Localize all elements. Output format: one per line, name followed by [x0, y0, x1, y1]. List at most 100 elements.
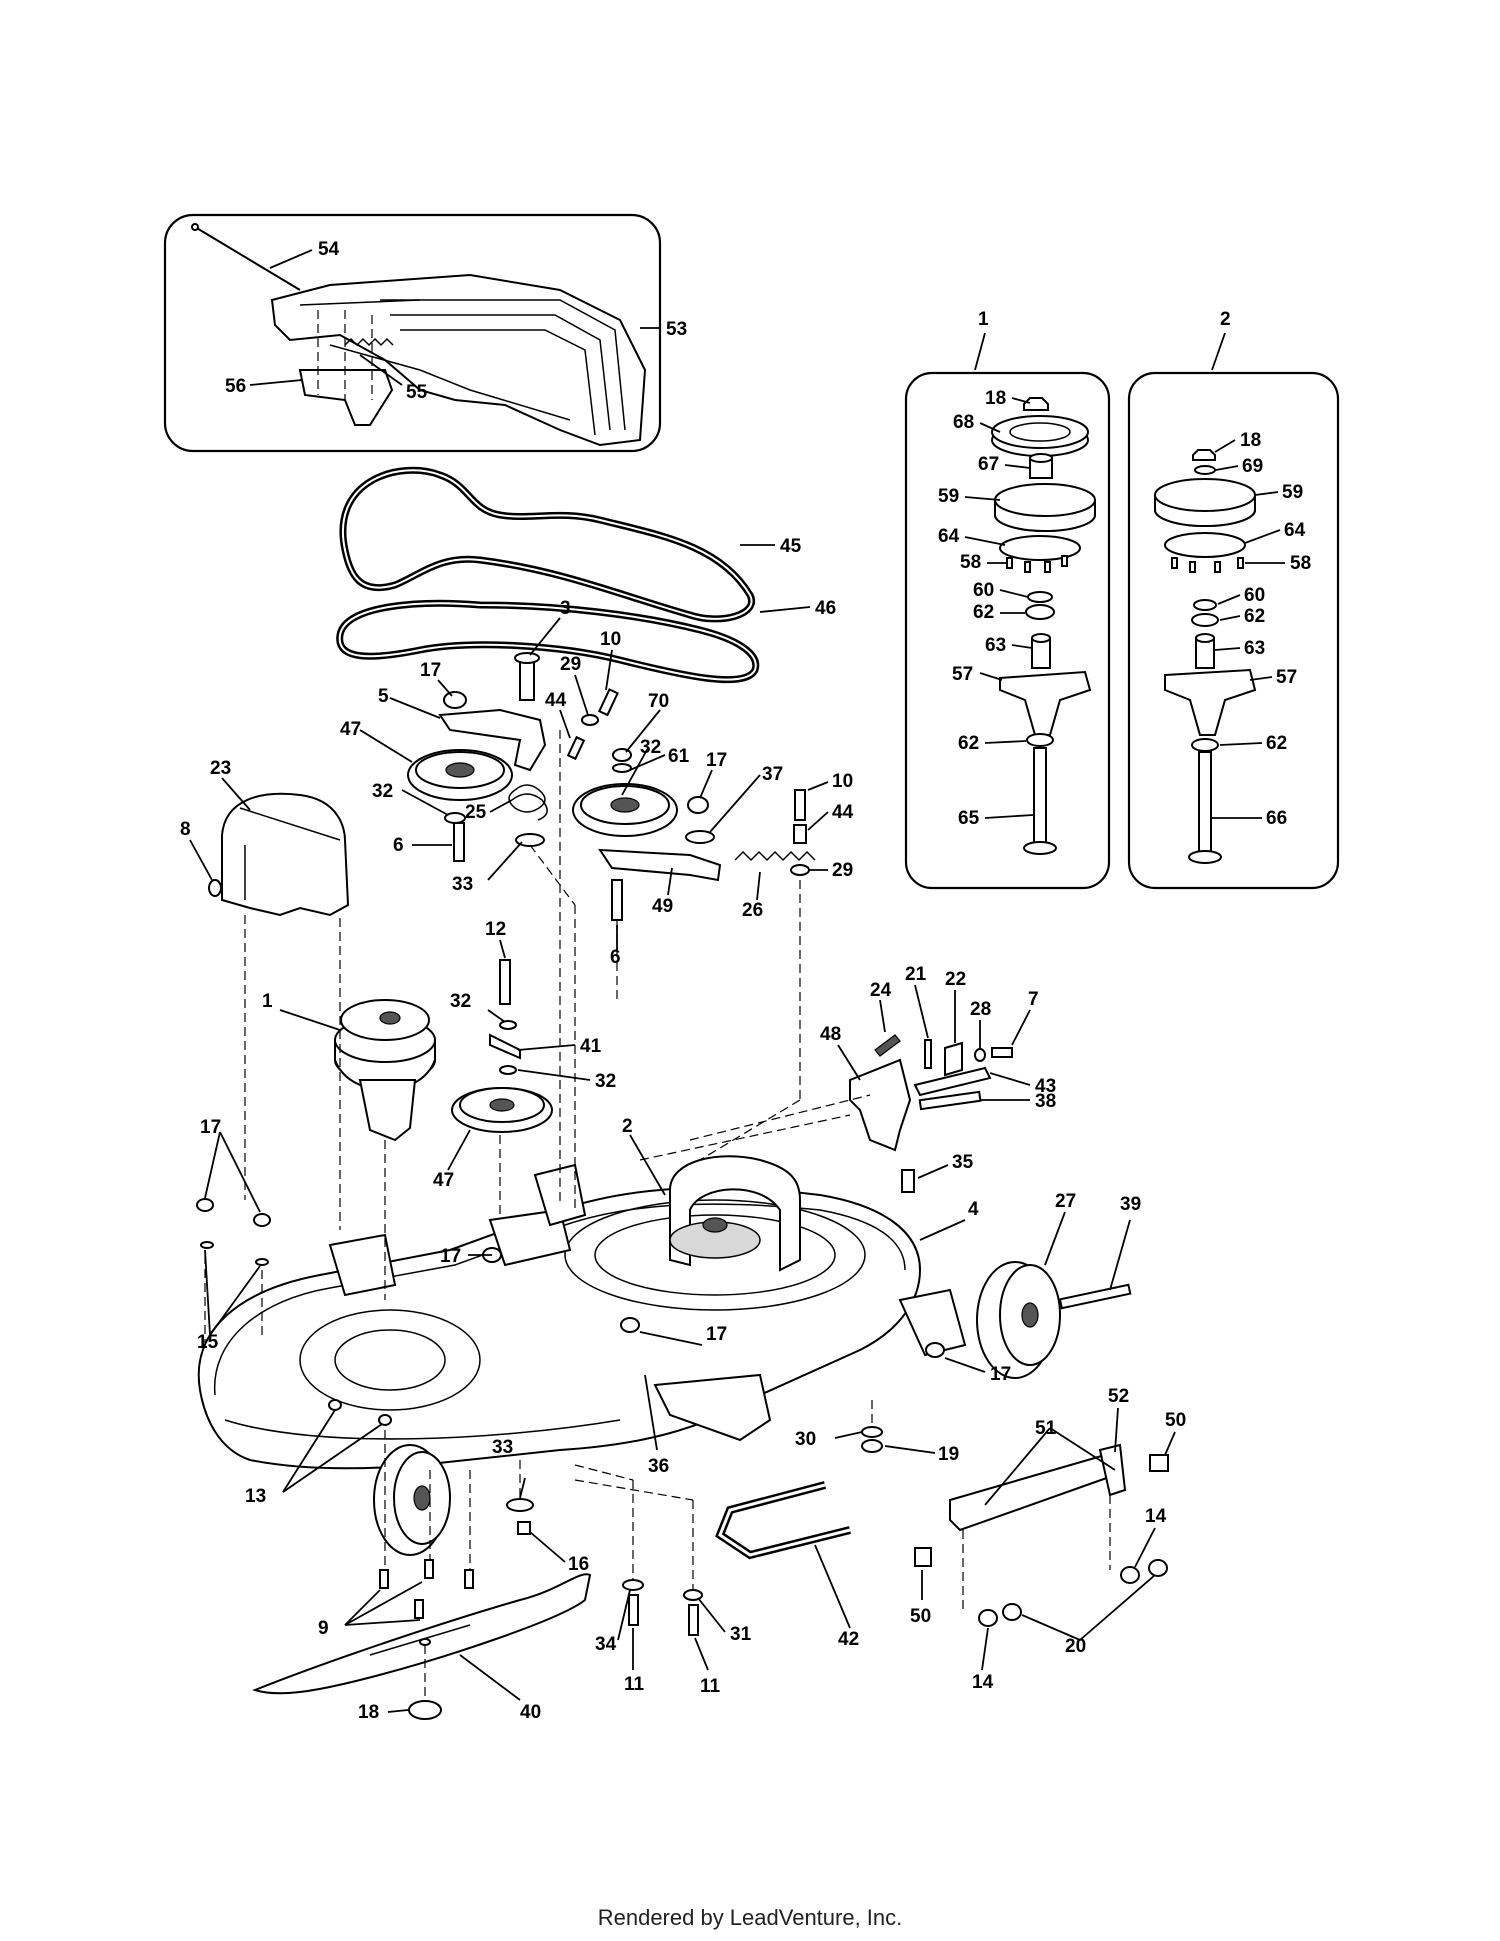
- callout-38: 38: [1035, 1091, 1056, 1112]
- inset2-callout-69: 69: [1242, 456, 1263, 477]
- callout-17f: 17: [990, 1364, 1011, 1385]
- i1-bearing-62a: [1025, 604, 1055, 620]
- bolt-38: [918, 1090, 982, 1111]
- callout-5: 5: [378, 686, 389, 707]
- callout-1-main: 1: [262, 991, 273, 1012]
- callout-49: 49: [652, 896, 673, 917]
- callout-21: 21: [905, 964, 927, 985]
- idler-pulley-47-upper: [407, 749, 513, 801]
- spring-25: [508, 784, 548, 821]
- i1-nut-18: [1023, 397, 1049, 411]
- callout-8: 8: [180, 819, 191, 840]
- spring-26: [734, 850, 816, 862]
- spring-24: [874, 1034, 901, 1057]
- callout-52: 52: [1108, 1386, 1129, 1407]
- callout-20: 20: [1065, 1636, 1086, 1657]
- washer-29b: [790, 864, 810, 876]
- callout-51: 51: [1035, 1418, 1057, 1439]
- washer-33a: [515, 833, 545, 847]
- belt-cover-inset: [163, 213, 662, 453]
- callout-37: 37: [762, 764, 783, 785]
- deck-bracket-left: [328, 1233, 397, 1297]
- callout-44a: 44: [545, 690, 567, 711]
- callout-17e: 17: [706, 1324, 727, 1345]
- deck-bracket-right: [898, 1288, 967, 1357]
- wheel-27: [976, 1261, 1061, 1379]
- callout-10a: 10: [600, 629, 621, 650]
- bolt-11b: [688, 1604, 699, 1636]
- callout-35: 35: [952, 1152, 974, 1173]
- i2-spacer-63: [1195, 633, 1215, 669]
- nut-14b: [978, 1609, 998, 1627]
- plate-22: [944, 1041, 963, 1077]
- pin-21: [924, 1039, 932, 1069]
- alignment-lines: [204, 730, 1111, 1700]
- idler-pulley-61: [572, 783, 678, 837]
- callout-4: 4: [968, 1199, 979, 1220]
- callout-48: 48: [820, 1024, 841, 1045]
- callout-70: 70: [648, 691, 669, 712]
- bracket-48: [849, 1058, 912, 1152]
- i1-housing-57: [999, 670, 1092, 736]
- nut-17a: [443, 691, 467, 709]
- callout-31: 31: [730, 1624, 752, 1645]
- callout-12: 12: [485, 919, 506, 940]
- callout-44b: 44: [832, 802, 854, 823]
- inset1-callout-68: 68: [953, 412, 974, 433]
- inset1-callout-62b: 62: [958, 733, 979, 754]
- spindle-1-inset: [904, 371, 1111, 890]
- callout-17a: 17: [420, 660, 441, 681]
- i2-washer-69: [1194, 465, 1216, 475]
- bolt-7: [991, 1047, 1013, 1058]
- inset2-title: 2: [1220, 309, 1231, 330]
- nut-14a: [1120, 1566, 1140, 1584]
- inset1-title: 1: [978, 309, 989, 330]
- inset2-callout-18: 18: [1240, 430, 1261, 451]
- bracket-56: [298, 369, 394, 426]
- callout-36: 36: [648, 1456, 669, 1477]
- inset1-callout-60: 60: [973, 580, 994, 601]
- spindle-2-inset: [1127, 371, 1340, 890]
- callout-32b: 32: [372, 781, 393, 802]
- nut-17-deck-c: [925, 1342, 945, 1358]
- inset2-callout-60: 60: [1244, 585, 1265, 606]
- callout-24: 24: [870, 980, 892, 1001]
- callout-47b: 47: [433, 1170, 454, 1191]
- washer-34: [622, 1579, 644, 1591]
- washer-32c: [499, 1020, 517, 1030]
- washer-28: [974, 1048, 986, 1062]
- callout-3: 3: [560, 598, 571, 619]
- idler-bracket-5: [438, 708, 547, 772]
- i2-plate-64: [1164, 532, 1246, 558]
- i1-plate-64: [999, 535, 1081, 561]
- callout-27: 27: [1055, 1191, 1076, 1212]
- inset1-callout-65: 65: [958, 808, 980, 829]
- i1-seal-60: [1027, 591, 1053, 603]
- callout-32c: 32: [450, 991, 471, 1012]
- callout-30: 30: [795, 1429, 816, 1450]
- deck-bracket-center: [488, 1163, 587, 1267]
- bolt-50a: [1149, 1454, 1169, 1472]
- callout-11b: 11: [700, 1676, 721, 1697]
- nut-17-deck-b: [620, 1317, 640, 1333]
- callout-14a: 14: [1145, 1506, 1167, 1527]
- callout-34: 34: [595, 1634, 617, 1655]
- pin-44a: [566, 735, 586, 761]
- callout-26: 26: [742, 900, 763, 921]
- callout-19: 19: [938, 1444, 959, 1465]
- clip-16: [517, 1521, 531, 1535]
- inset2-callout-62b: 62: [1266, 733, 1287, 754]
- inset1-callout-57: 57: [952, 664, 973, 685]
- bracket-52: [949, 1443, 1127, 1532]
- i2-seal-60: [1193, 599, 1217, 611]
- callout-15: 15: [197, 1332, 219, 1353]
- callout-29b: 29: [832, 860, 853, 881]
- belt-45: [339, 466, 755, 623]
- i2-housing-57: [1164, 668, 1257, 736]
- washers-15: [200, 1241, 269, 1266]
- callout-32d: 32: [595, 1071, 616, 1092]
- bolt-6b: [611, 879, 623, 921]
- bolt-6a: [453, 822, 465, 862]
- callout-43: 43: [1035, 1076, 1056, 1097]
